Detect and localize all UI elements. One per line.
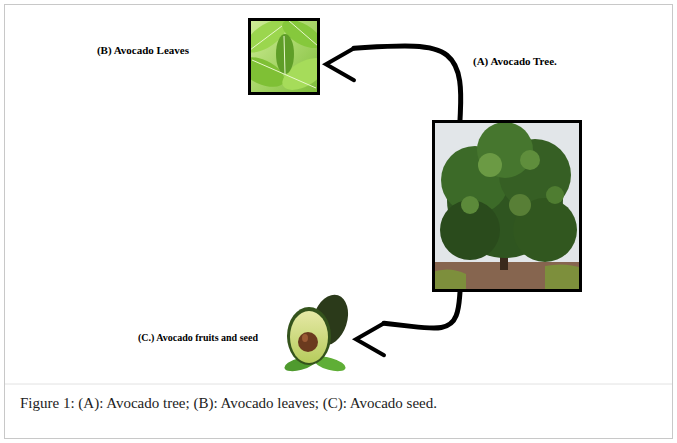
curved-arrow xyxy=(356,292,460,355)
node-heading: (A) Avocado Tree. xyxy=(473,55,557,68)
figure-caption: Figure 1: (A): Avocado tree; (B): Avocad… xyxy=(20,394,437,412)
tree-photo xyxy=(432,120,582,292)
curved-arrow xyxy=(326,46,461,120)
leaf-veins xyxy=(250,20,318,88)
foliage-highlight xyxy=(520,150,540,170)
foliage-highlight xyxy=(546,186,564,204)
fruit-photo xyxy=(277,290,350,372)
foliage-highlight xyxy=(509,194,531,216)
sky xyxy=(432,120,582,292)
arrow-shaft xyxy=(384,292,460,328)
node-heading: (C.) Avocado fruits and seed xyxy=(138,332,258,344)
arrow-head xyxy=(326,48,354,80)
avocado-seed xyxy=(298,332,318,352)
photo-box: (B) Avocado Leaves xyxy=(248,18,320,95)
figure-frame xyxy=(5,5,673,439)
arrow-shaft xyxy=(354,46,461,120)
caption-rule xyxy=(5,384,672,385)
avocado-skin xyxy=(287,307,331,365)
foliage-highlight xyxy=(478,153,502,177)
leaves-photo xyxy=(248,18,320,95)
photo-box: (C.) Avocado fruits and seed xyxy=(277,290,350,372)
seed-highlight xyxy=(302,334,308,342)
arrow-head xyxy=(356,323,384,355)
avocado-flesh xyxy=(290,311,328,363)
foliage-highlight xyxy=(461,196,479,214)
photo-box: (A) Avocado Tree. xyxy=(432,120,582,292)
tree-foliage xyxy=(477,122,533,178)
node-heading: (B) Avocado Leaves xyxy=(97,44,189,57)
